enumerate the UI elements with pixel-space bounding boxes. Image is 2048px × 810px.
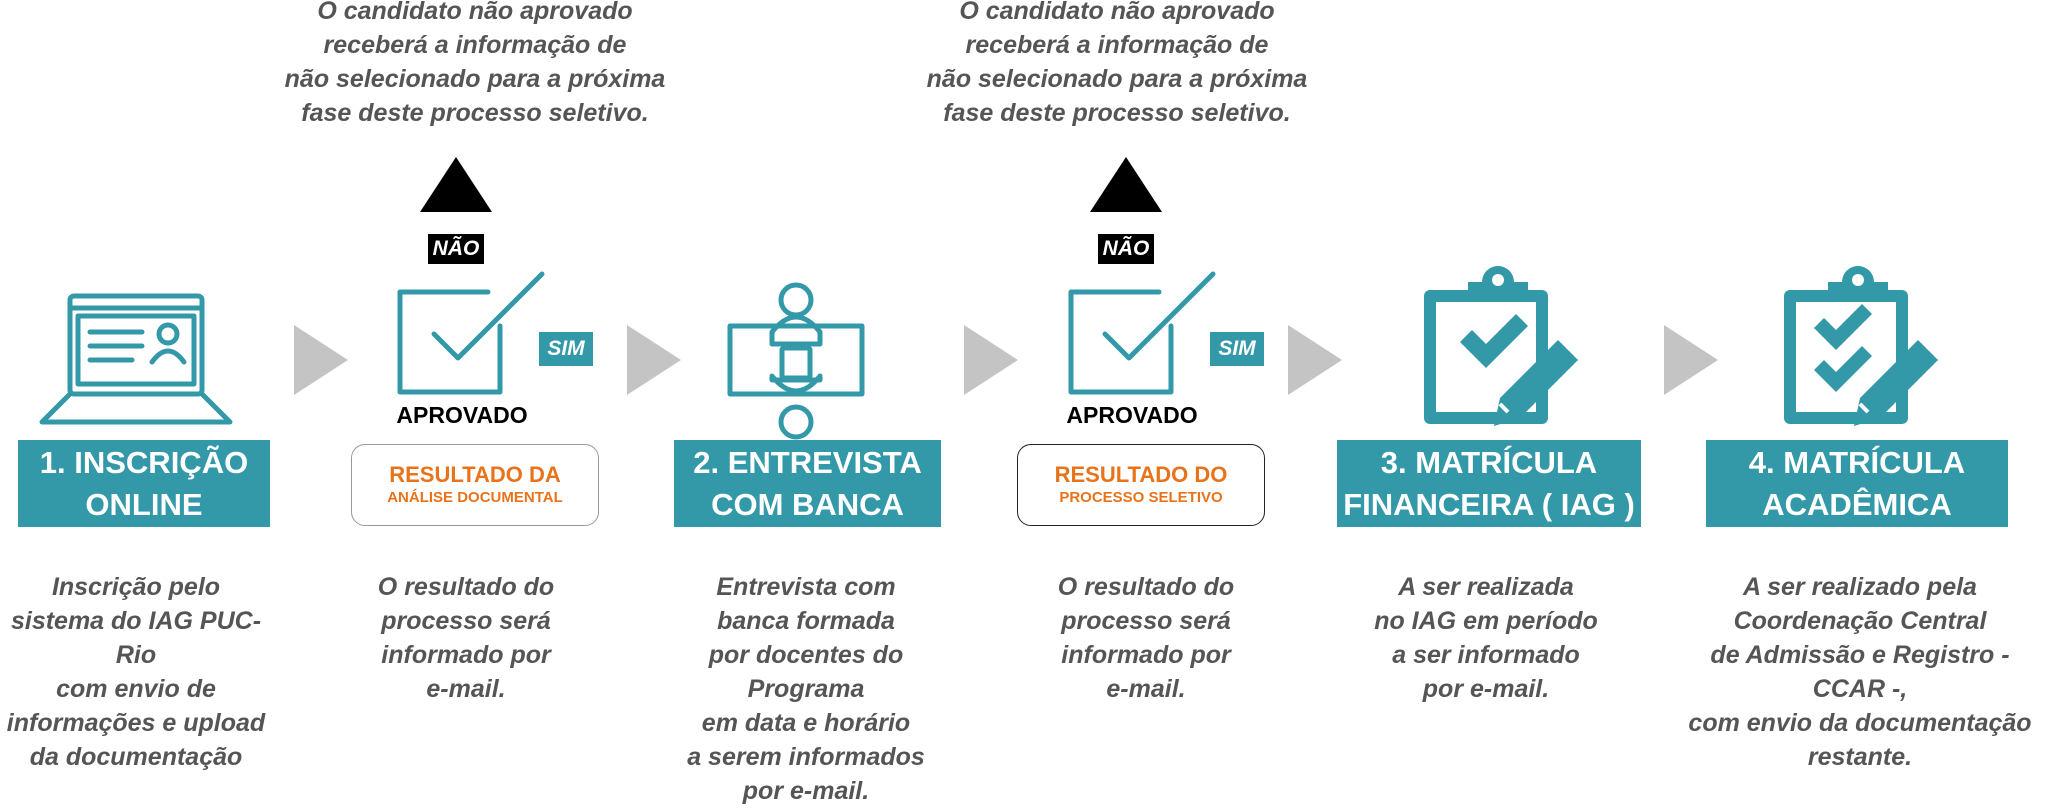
approved-label: APROVADO bbox=[396, 402, 528, 428]
result-title: RESULTADO DO bbox=[1054, 462, 1228, 487]
step-2-title: 2. ENTREVISTA COM BANCA bbox=[674, 440, 941, 527]
step-4-description: A ser realizado pela Coordenação Central… bbox=[1688, 573, 2032, 771]
rejection-arrow-icon bbox=[420, 157, 492, 212]
nao-label: NÃO bbox=[1098, 234, 1154, 264]
rejection-note-1: O candidato não aprovado receberá a info… bbox=[284, 0, 666, 127]
step-1-description: Inscrição pelo sistema do IAG PUC-Rio co… bbox=[6, 573, 266, 771]
meeting-table-icon bbox=[727, 282, 865, 440]
rejection-arrow-icon bbox=[1090, 157, 1162, 212]
nao-label: NÃO bbox=[428, 234, 484, 264]
flow-arrow-icon bbox=[1664, 325, 1718, 395]
result-subtitle: PROCESSO SELETIVO bbox=[1059, 489, 1223, 506]
clipboard-double-check-icon bbox=[1784, 266, 1938, 426]
step-3-title: 3. MATRÍCULA FINANCEIRA ( IAG ) bbox=[1337, 440, 1641, 527]
decision-1-description: O resultado do processo será informado p… bbox=[377, 573, 555, 703]
result-box-selection-process: RESULTADO DO PROCESSO SELETIVO bbox=[1017, 444, 1265, 526]
checkbox-icon bbox=[1068, 271, 1216, 395]
step-4-title: 4. MATRÍCULA ACADÊMICA bbox=[1706, 440, 2008, 527]
sim-label: SIM bbox=[1210, 332, 1264, 366]
rejection-note-2: O candidato não aprovado receberá a info… bbox=[926, 0, 1308, 127]
step-1-title: 1. INSCRIÇÃO ONLINE bbox=[18, 440, 270, 527]
sim-label: SIM bbox=[539, 332, 593, 366]
flow-arrow-icon bbox=[964, 325, 1018, 395]
flow-arrow-icon bbox=[627, 325, 681, 395]
flow-arrow-icon bbox=[1288, 325, 1342, 395]
clipboard-check-icon bbox=[1424, 266, 1578, 426]
result-box-document-analysis: RESULTADO DA ANÁLISE DOCUMENTAL bbox=[351, 444, 599, 526]
flow-arrow-icon bbox=[294, 325, 348, 395]
result-subtitle: ANÁLISE DOCUMENTAL bbox=[387, 489, 563, 506]
approved-label: APROVADO bbox=[1066, 402, 1198, 428]
result-title: RESULTADO DA bbox=[389, 462, 561, 487]
checkbox-icon bbox=[397, 271, 545, 395]
laptop-icon bbox=[39, 293, 233, 425]
decision-2-description: O resultado do processo será informado p… bbox=[1057, 573, 1235, 703]
step-2-description: Entrevista com banca formada por docente… bbox=[687, 573, 925, 805]
step-3-description: A ser realizada no IAG em período a ser … bbox=[1374, 573, 1598, 703]
